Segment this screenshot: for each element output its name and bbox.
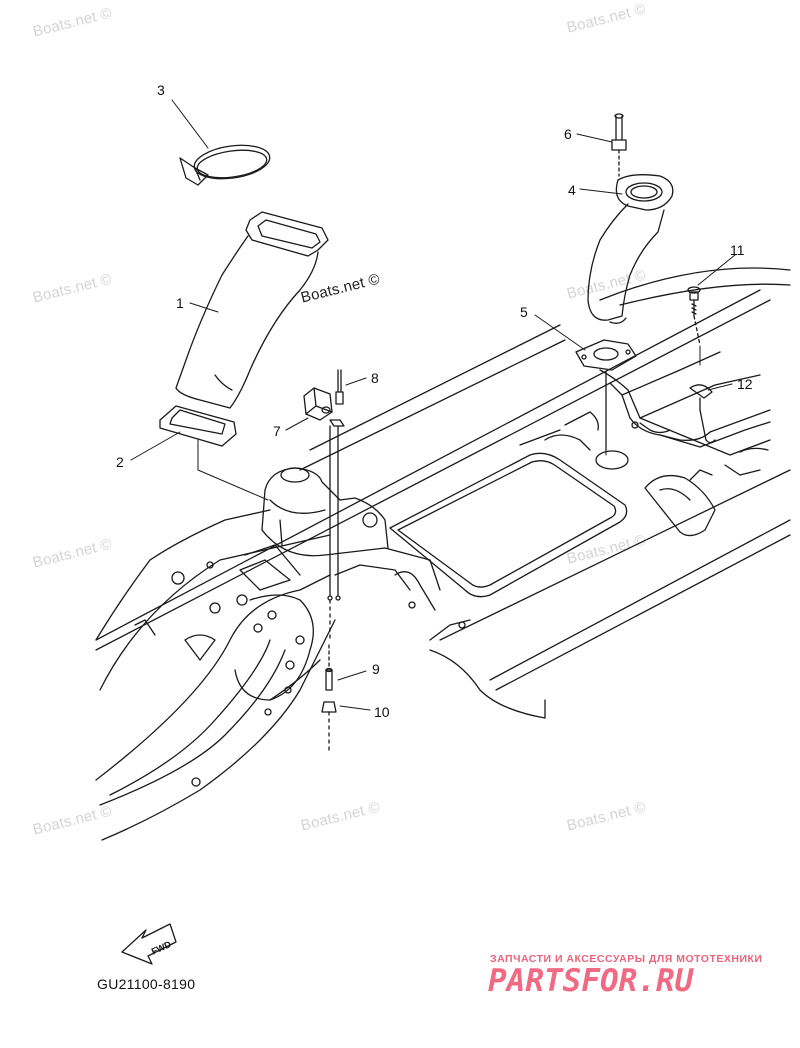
callout-1: 1 (176, 295, 184, 311)
callout-6: 6 (564, 126, 572, 142)
callout-10: 10 (374, 704, 390, 720)
callout-9: 9 (372, 661, 380, 677)
part-8-rod (327, 369, 345, 641)
callout-11: 11 (730, 242, 745, 258)
fwd-arrow-icon (121, 923, 177, 965)
callout-7: 7 (273, 423, 281, 439)
callout-2: 2 (116, 454, 124, 470)
part-11-fastener (687, 286, 701, 346)
part-12-clip (689, 384, 716, 444)
callout-3: 3 (157, 82, 165, 98)
callout-4: 4 (568, 182, 576, 198)
callout-5: 5 (520, 304, 528, 320)
callout-12: 12 (737, 376, 753, 392)
part-2-gasket (159, 405, 237, 447)
fwd-label: FWD (150, 939, 173, 957)
assembly-lines (197, 345, 701, 501)
hull-deck (95, 267, 791, 719)
part-1-duct (175, 211, 329, 409)
part-6-bolt (611, 113, 627, 177)
part-10-nut (321, 701, 337, 751)
diagram-code: GU21100-8190 (97, 976, 196, 992)
brand-logo: PARTSFOR.RU (488, 963, 694, 999)
rear-hatch (389, 411, 628, 598)
cockpit-frame (95, 509, 336, 841)
part-4-pipe (587, 174, 674, 324)
part-9-pin (325, 644, 333, 691)
duct-tower (239, 467, 471, 641)
part-7-holder (303, 387, 333, 421)
callout-8: 8 (371, 370, 379, 386)
brand-tagline: ЗАПЧАСТИ И АКСЕССУАРЫ ДЛЯ МОТОТЕХНИКИ (490, 953, 763, 965)
leader-lines (130, 99, 736, 711)
rear-frame (595, 351, 771, 537)
part-3-clamp (179, 144, 271, 186)
